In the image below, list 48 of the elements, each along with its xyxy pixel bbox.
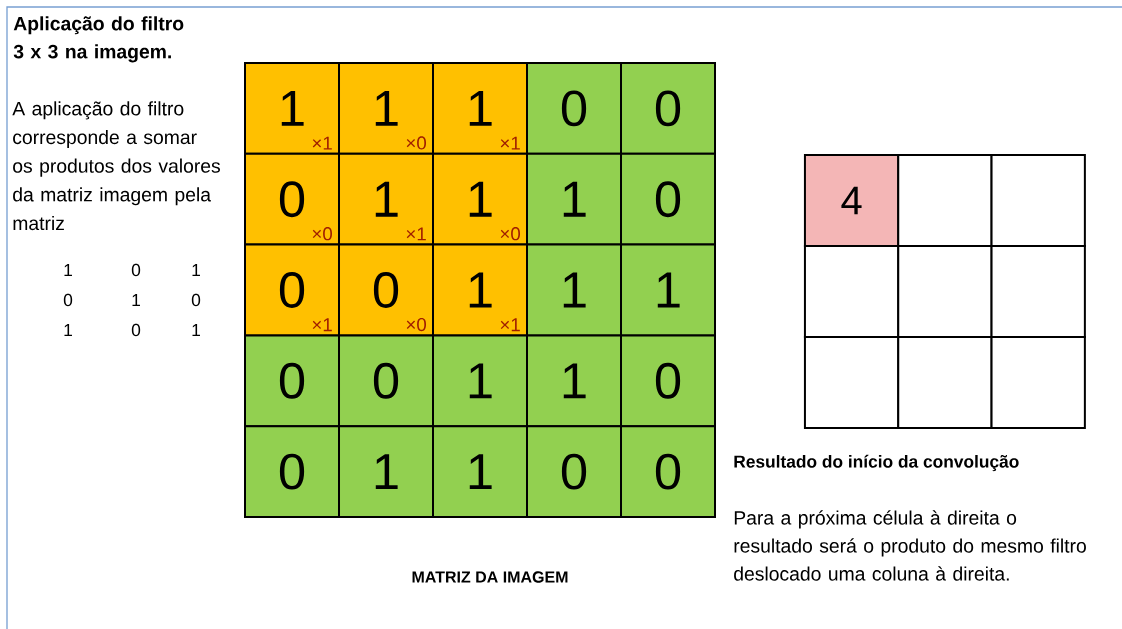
matrix-cell: 1 [526,152,622,246]
matrix-cell: 4 [803,154,900,247]
matrix-cell: 0 ×1 [244,243,340,337]
filter-value: 1 [192,264,200,276]
matrix-cell [990,154,1086,247]
filter-value: 1 [64,324,72,336]
result-caption: Resultado do início da convolução [734,454,1019,472]
filter-value: 1 [64,264,72,276]
matrix-cell: 0 [526,62,622,155]
matrix-cell: 0 [620,152,716,246]
description: A aplicação do filtro corresponde a somar os produtos dos valores da matriz imagem pela matriz [12,101,220,231]
matrix-cell: 0 [620,425,716,518]
matrix-cell: 1 ×1 [432,243,528,337]
filter-value: 0 [191,293,201,307]
matrix-cell [803,245,900,338]
matrix-cell: 0 [244,334,340,428]
matrix-cell: 1 ×0 [432,152,528,246]
matrix-cell [990,245,1086,338]
matrix-cell: 1 ×1 [244,62,340,155]
filter-value: 0 [131,263,141,277]
matrix-cell: 0 [526,425,622,518]
filter-value: 1 [192,324,200,336]
matrix-cell: 1 [338,425,434,518]
matrix-cell: 1 [432,425,528,518]
matrix-cell: 1 ×0 [338,62,434,155]
heading: Aplicação do filtro 3 x 3 na imagem. [13,16,184,63]
matrix-cell: 0 [338,334,434,428]
matrix-cell [897,154,993,247]
filter-value: 0 [63,293,73,307]
matrix-cell: 0 ×0 [244,152,340,246]
matrix-cell: 1 [620,243,716,337]
matrix-cell [897,245,993,338]
matrix-cell: 0 ×0 [338,243,434,337]
filter-value: 0 [131,323,141,337]
matrix-cell: 0 [244,425,340,518]
matrix-cell: 1 [526,334,622,428]
matrix-cell: 1 ×1 [432,62,528,155]
matrix-cell: 0 [620,62,716,155]
matrix-cell: 0 [620,334,716,428]
filter-value: 1 [132,294,140,306]
matrix-cell: 1 ×1 [338,152,434,246]
matrix-cell [803,336,900,429]
matrix-cell: 1 [526,243,622,337]
matrix-cell [990,336,1086,429]
result-note: Para a próxima célula à direita o resultado será o produto do mesmo filtro deslocado uma coluna à direita. [734,510,1086,581]
matrix-cell: 1 [432,334,528,428]
matrix-caption: MATRIZ DA IMAGEM [412,571,568,583]
matrix-cell [897,336,993,429]
